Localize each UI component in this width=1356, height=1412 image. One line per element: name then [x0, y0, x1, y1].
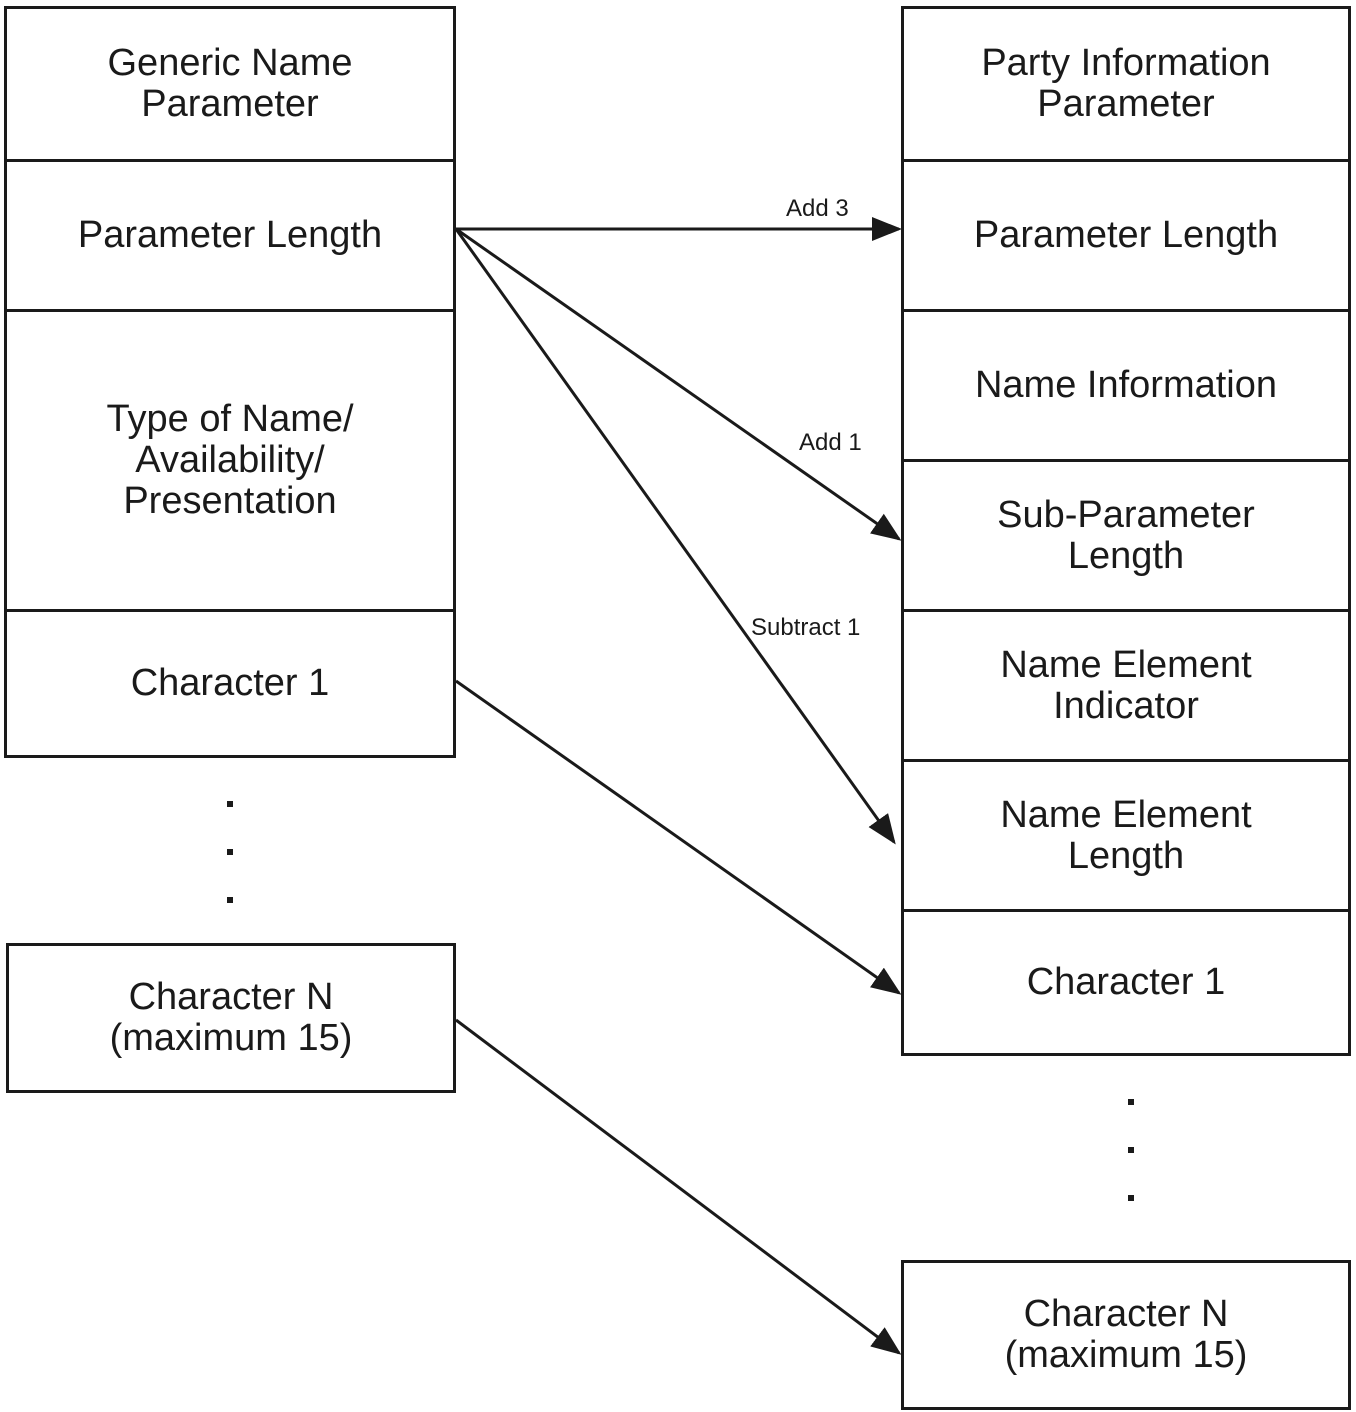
right-field-parameter-length: Parameter Length — [904, 159, 1348, 309]
left-field-type-of-name: Type of Name/ Availability/ Presentation — [7, 309, 453, 609]
right-field-name-element-length: Name Element Length — [904, 759, 1348, 909]
right-field-name-information: Name Information — [904, 309, 1348, 459]
right-field-character-1: Character 1 — [904, 909, 1348, 1053]
generic-name-parameter-box: Generic Name Parameter Parameter Length … — [4, 6, 456, 758]
right-character-n-box: Character N (maximum 15) — [901, 1260, 1351, 1410]
arrow-subtract-1 — [454, 228, 896, 845]
right-field-character-n: Character N (maximum 15) — [1004, 1293, 1248, 1376]
label-add-1: Add 1 — [799, 429, 862, 456]
left-character-n-box: Character N (maximum 15) — [6, 943, 456, 1093]
left-field-generic-name-parameter: Generic Name Parameter — [107, 42, 353, 125]
right-field-party-information-parameter: Party Information Parameter — [981, 42, 1271, 125]
party-information-parameter-box: Party Information Parameter Parameter Le… — [901, 6, 1351, 1056]
right-field-sub-parameter-length: Sub-Parameter Length — [904, 459, 1348, 609]
arrow-character-n — [455, 1018, 902, 1355]
arrow-character-1 — [455, 679, 902, 995]
arrow-add-1 — [455, 227, 902, 541]
right-field-name-element-indicator: Name Element Indicator — [904, 609, 1348, 759]
label-subtract-1: Subtract 1 — [751, 614, 861, 641]
left-field-character-1: Character 1 — [7, 609, 453, 755]
left-field-character-n: Character N (maximum 15) — [109, 976, 353, 1059]
left-field-parameter-length: Parameter Length — [7, 159, 453, 309]
label-add-3: Add 3 — [786, 195, 849, 222]
